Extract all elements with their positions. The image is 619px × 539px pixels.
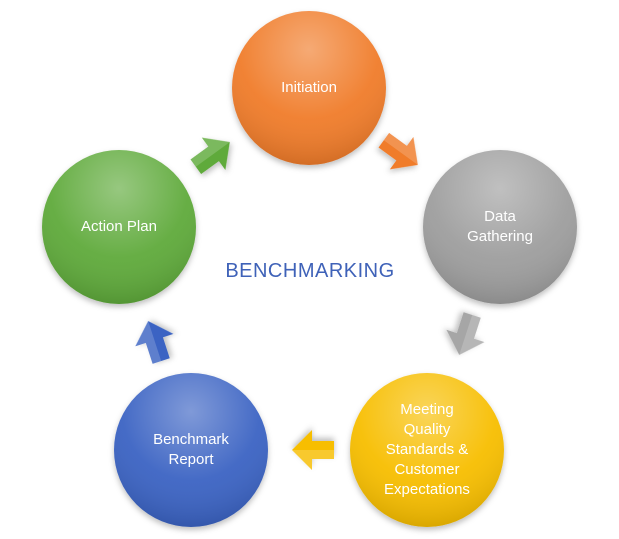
- node-layer: [42, 11, 577, 527]
- center-title: BENCHMARKING: [225, 259, 395, 282]
- node-initiation: [232, 11, 386, 165]
- arrow-shape: [446, 312, 485, 355]
- arrow-layer: [135, 132, 485, 470]
- arrow-data-gathering-to-meeting-quality: [446, 312, 485, 355]
- node-meeting-quality-gloss: [350, 373, 504, 527]
- arrow-highlight: [135, 321, 162, 364]
- node-data-gathering-gloss: [423, 150, 577, 304]
- node-data-gathering: [423, 150, 577, 304]
- arrow-shape: [378, 132, 418, 170]
- node-action-plan-gloss: [42, 150, 196, 304]
- arrow-benchmark-report-to-action-plan: [135, 321, 174, 364]
- arrow-highlight: [459, 314, 485, 355]
- arrow-action-plan-to-initiation: [190, 137, 230, 175]
- arrow-highlight: [292, 450, 334, 470]
- node-action-plan: [42, 150, 196, 304]
- node-meeting-quality: [350, 373, 504, 527]
- node-benchmark-report: [114, 373, 268, 527]
- node-initiation-gloss: [232, 11, 386, 165]
- arrow-meeting-quality-to-benchmark-report: [292, 430, 334, 470]
- node-benchmark-report-gloss: [114, 373, 268, 527]
- arrow-highlight: [190, 137, 230, 167]
- arrow-initiation-to-data-gathering: [378, 132, 418, 170]
- arrow-shape: [292, 430, 334, 470]
- arrow-shape: [190, 137, 230, 175]
- arrow-shape: [135, 321, 174, 364]
- arrow-highlight: [383, 132, 418, 165]
